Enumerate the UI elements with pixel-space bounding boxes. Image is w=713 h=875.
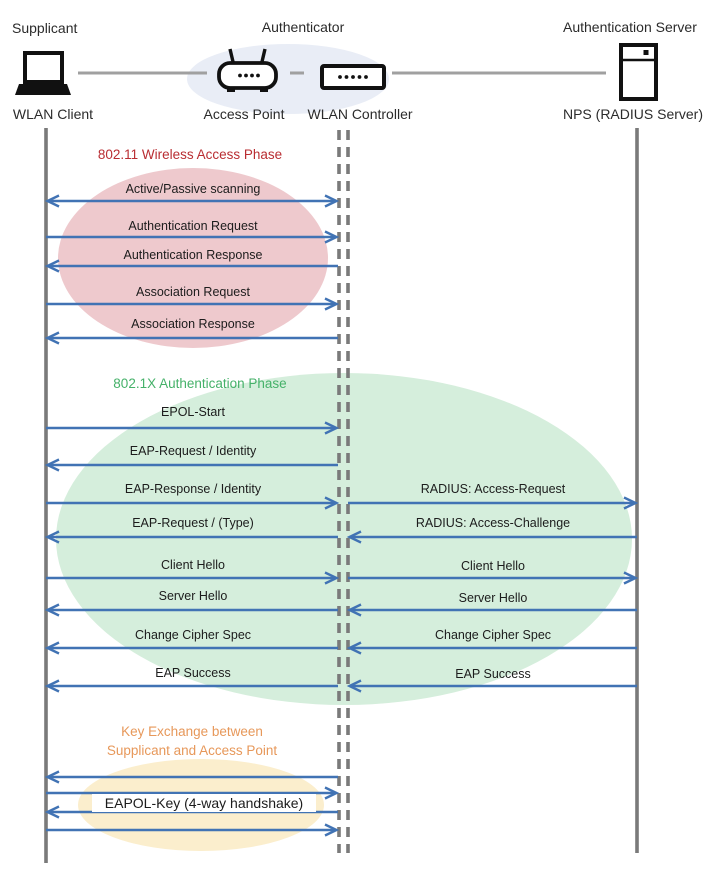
role-authentication-server: Authentication Server	[563, 19, 697, 35]
arrow-eap-request-type	[44, 530, 338, 544]
msg-change-cipher-spec-left: Change Cipher Spec	[134, 628, 252, 642]
msg-association-response: Association Response	[131, 317, 255, 331]
msg-client-hello-left: Client Hello	[161, 558, 225, 572]
arrow-change-cipher-spec-left	[44, 641, 338, 655]
message-arrows	[44, 194, 639, 837]
msg-eap-success-right: EAP Success	[455, 667, 531, 681]
msg-active-passive-scanning: Active/Passive scanning	[125, 182, 261, 196]
msg-eapol-key-handshake: EAPOL-Key (4-way handshake)	[92, 794, 316, 812]
arrow-client-hello-right	[348, 571, 639, 585]
arrow-client-hello-left	[46, 571, 340, 585]
msg-radius-access-request: RADIUS: Access-Request	[420, 482, 566, 496]
msg-eap-request-identity: EAP-Request / Identity	[129, 444, 257, 458]
phase3-title-line2: Supplicant and Access Point	[106, 743, 278, 758]
msg-authentication-response: Authentication Response	[123, 248, 263, 262]
phase3-title-line1: Key Exchange between	[121, 724, 263, 739]
arrow-server-hello-left	[44, 603, 338, 617]
arrow-eap-success-left	[44, 679, 338, 693]
arrow-eapol-key-4	[46, 823, 340, 837]
msg-eap-request-type: EAP-Request / (Type)	[132, 516, 254, 530]
msg-eap-success-left: EAP Success	[155, 666, 231, 680]
msg-server-hello-right: Server Hello	[458, 591, 528, 605]
msg-eap-response-identity: EAP-Response / Identity	[124, 482, 262, 496]
arrow-radius-access-request	[348, 496, 639, 510]
arrow-eapol-key-1	[44, 770, 338, 784]
phase1-title: 802.11 Wireless Access Phase	[97, 147, 283, 162]
msg-radius-access-challenge: RADIUS: Access-Challenge	[415, 516, 571, 530]
phase2-title: 802.1X Authentication Phase	[113, 376, 287, 391]
msg-client-hello-right: Client Hello	[461, 559, 525, 573]
msg-authentication-request: Authentication Request	[128, 219, 258, 233]
server-icon	[619, 43, 658, 101]
device-nps-radius-server: NPS (RADIUS Server)	[562, 106, 704, 122]
arrow-association-response	[44, 331, 338, 345]
msg-server-hello-left: Server Hello	[158, 589, 228, 603]
wlan-controller-icon	[320, 64, 386, 90]
lifelines	[44, 128, 639, 863]
arrow-eap-response-identity	[46, 496, 340, 510]
laptop-icon	[15, 51, 71, 95]
arrow-eap-request-identity	[44, 458, 338, 472]
arrow-eapol-key-2	[46, 786, 340, 800]
device-access-point: Access Point	[203, 106, 285, 122]
arrow-server-hello-right	[346, 603, 637, 617]
arrow-active-passive-scanning	[44, 194, 340, 208]
device-wlan-client: WLAN Client	[12, 106, 94, 122]
msg-change-cipher-spec-right: Change Cipher Spec	[434, 628, 552, 642]
msg-association-request: Association Request	[136, 285, 250, 299]
role-authenticator: Authenticator	[261, 19, 345, 35]
device-wlan-controller: WLAN Controller	[307, 106, 413, 122]
arrow-authentication-request	[46, 230, 340, 244]
arrow-radius-access-challenge	[346, 530, 637, 544]
role-supplicant: Supplicant	[12, 20, 78, 36]
arrow-change-cipher-spec-right	[346, 641, 637, 655]
arrow-eap-success-right	[346, 679, 637, 693]
msg-epol-start: EPOL-Start	[161, 405, 225, 419]
arrow-eapol-key-3	[44, 805, 338, 819]
access-point-icon	[217, 48, 278, 92]
phase2-ellipse	[56, 373, 632, 705]
arrow-association-request	[46, 297, 340, 311]
arrow-authentication-response	[44, 259, 338, 273]
arrow-epol-start	[46, 421, 340, 435]
